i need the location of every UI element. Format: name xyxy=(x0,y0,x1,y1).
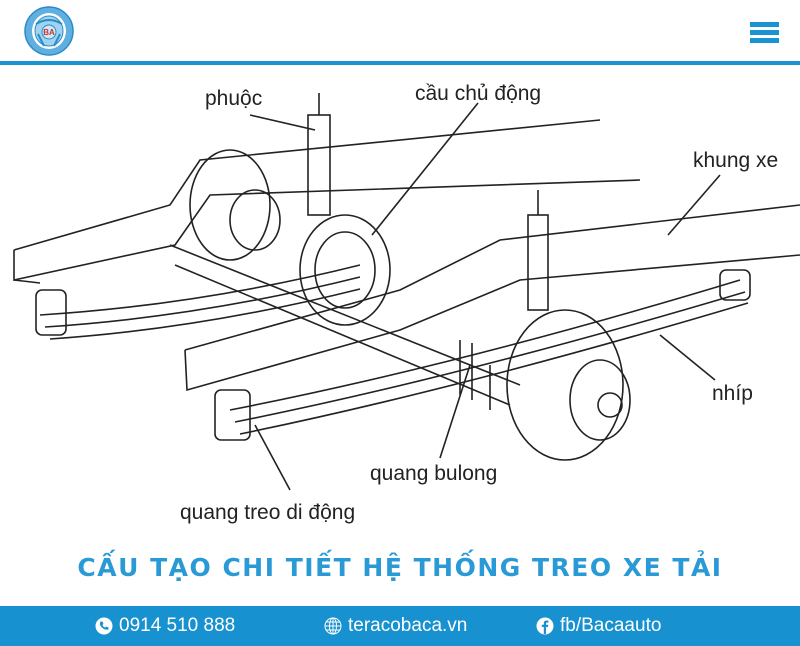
website-text: teracobaca.vn xyxy=(348,615,468,636)
header-divider xyxy=(0,61,800,65)
website-link[interactable]: teracobaca.vn xyxy=(324,615,467,637)
hamburger-menu-button[interactable] xyxy=(750,22,779,46)
label-shackle: quang treo di động xyxy=(180,501,356,524)
header: BA xyxy=(0,0,800,62)
label-frame: khung xe xyxy=(693,149,779,172)
logo[interactable]: BA xyxy=(24,6,74,56)
label-u-bolt: quang bulong xyxy=(370,462,498,485)
globe-icon xyxy=(324,617,342,635)
page-title: CẤU TẠO CHI TIẾT HỆ THỐNG TREO XE TẢI xyxy=(77,553,723,582)
facebook-link[interactable]: fb/Bacaauto xyxy=(536,615,661,637)
phone-number: 0914 510 888 xyxy=(119,615,236,636)
phone-icon xyxy=(95,617,113,635)
footer: 0914 510 888 teracobaca.vn fb/Bacaauto xyxy=(0,606,800,646)
facebook-text: fb/Bacaauto xyxy=(560,615,662,636)
label-drive-axle: cầu chủ động xyxy=(415,82,542,105)
facebook-icon xyxy=(536,617,554,635)
suspension-diagram: phuộc cầu chủ động khung xe nhíp quang b… xyxy=(0,65,800,540)
label-shock: phuộc xyxy=(205,87,263,110)
suspension-drawing xyxy=(13,93,800,491)
svg-text:BA: BA xyxy=(43,28,55,37)
phone-contact[interactable]: 0914 510 888 xyxy=(95,615,235,637)
label-leaf-spring: nhíp xyxy=(712,382,753,405)
